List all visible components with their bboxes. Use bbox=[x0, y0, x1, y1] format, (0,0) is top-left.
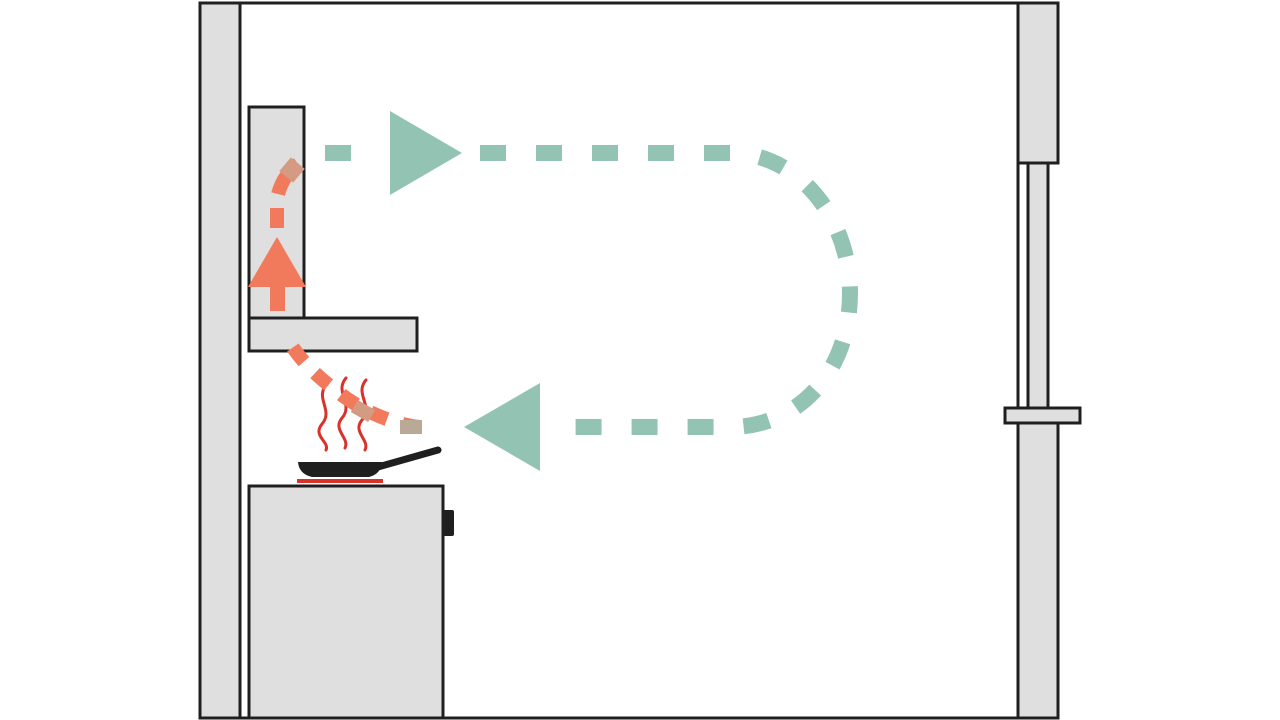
left-wall bbox=[198, 1, 242, 720]
frying-pan-icon bbox=[298, 446, 442, 477]
mixed-dash-1 bbox=[279, 157, 305, 183]
stove-body bbox=[247, 484, 445, 720]
mixed-dash-3 bbox=[400, 420, 422, 434]
exhaust-dashes-lower bbox=[278, 331, 421, 434]
window-icon bbox=[1003, 1, 1082, 720]
clean-air-right-arrow bbox=[390, 111, 462, 195]
steam-icon bbox=[317, 376, 368, 452]
exhaust-arrow-stem bbox=[270, 286, 285, 311]
exhaust-up-arrow bbox=[248, 237, 306, 287]
burner-hot bbox=[297, 479, 383, 483]
clean-air-left-arrow bbox=[464, 383, 540, 471]
clean-air-loop bbox=[325, 145, 859, 435]
hood-canopy bbox=[247, 316, 419, 353]
steam-wave-1 bbox=[317, 382, 329, 452]
window-pane-upper bbox=[1026, 161, 1050, 410]
stove-icon bbox=[247, 479, 454, 720]
pan-body bbox=[298, 462, 382, 477]
mixed-dash-2 bbox=[350, 399, 376, 423]
exhaust-flow bbox=[248, 157, 422, 434]
window-sill bbox=[1003, 406, 1082, 425]
exhaust-dashes-upper bbox=[270, 158, 303, 228]
right-wall-lower bbox=[1016, 421, 1060, 720]
stove-knob bbox=[443, 510, 454, 536]
steam-wave-3 bbox=[357, 378, 368, 452]
clean-air-flow bbox=[325, 111, 859, 471]
steam-wave-2 bbox=[337, 376, 348, 450]
right-wall-upper bbox=[1016, 1, 1060, 165]
pan-handle bbox=[374, 446, 442, 471]
